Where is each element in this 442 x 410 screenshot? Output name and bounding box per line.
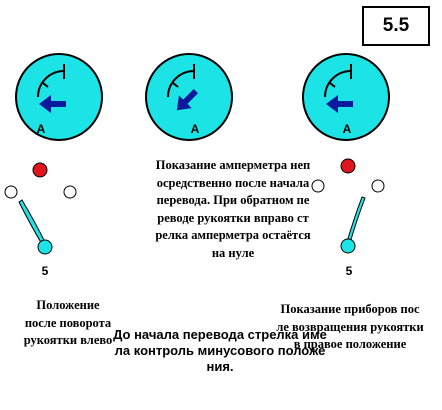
caption-bottom: До начала перевода стрелка име ла контро… bbox=[113, 327, 327, 374]
switch-lever-handle bbox=[18, 199, 47, 247]
indicator-lamp-red bbox=[32, 162, 48, 178]
indicator-lamp-right bbox=[371, 179, 385, 193]
indicator-lamp-red bbox=[340, 158, 356, 174]
indicator-lamp-right bbox=[63, 185, 77, 199]
dial-letter: A bbox=[343, 122, 352, 136]
dial-scale-arc bbox=[37, 70, 65, 98]
ammeter-needle-arrow bbox=[176, 88, 199, 111]
lever-pivot bbox=[37, 239, 53, 255]
caption-left: Положение после поворота рукоятки влево bbox=[23, 298, 113, 347]
figure-number-badge: 5.5 bbox=[362, 6, 430, 46]
ammeter-needle-arrow bbox=[326, 95, 353, 113]
scale-zero-tick bbox=[172, 82, 179, 88]
dial-face bbox=[302, 53, 390, 141]
dial-face bbox=[15, 53, 103, 141]
ammeter-needle-arrow bbox=[39, 95, 66, 113]
ammeter-dial-left: A bbox=[15, 53, 103, 141]
ammeter-dial-center: A bbox=[145, 53, 233, 141]
switch-lever-handle bbox=[346, 196, 366, 244]
ammeter-dial-right: A bbox=[302, 53, 390, 141]
lever-left: 5 bbox=[4, 162, 77, 278]
lever-number: 5 bbox=[346, 264, 353, 278]
caption-right: Показание приборов пос ле возвращения ру… bbox=[276, 302, 424, 351]
figure-number: 5.5 bbox=[382, 15, 410, 36]
indicator-lamp-left bbox=[311, 179, 325, 193]
dial-letter: A bbox=[191, 122, 200, 136]
scale-zero-tick bbox=[42, 82, 49, 88]
caption-center: Показание амперметра неп осредственно по… bbox=[155, 158, 311, 260]
dial-scale-arc bbox=[324, 70, 352, 98]
scale-zero-tick bbox=[329, 82, 336, 88]
lever-pivot bbox=[340, 238, 356, 254]
dial-scale-arc bbox=[167, 70, 195, 98]
lever-right: 5 bbox=[311, 158, 385, 278]
indicator-lamp-left bbox=[4, 185, 18, 199]
lever-number: 5 bbox=[42, 264, 49, 278]
dial-letter: A bbox=[37, 122, 46, 136]
